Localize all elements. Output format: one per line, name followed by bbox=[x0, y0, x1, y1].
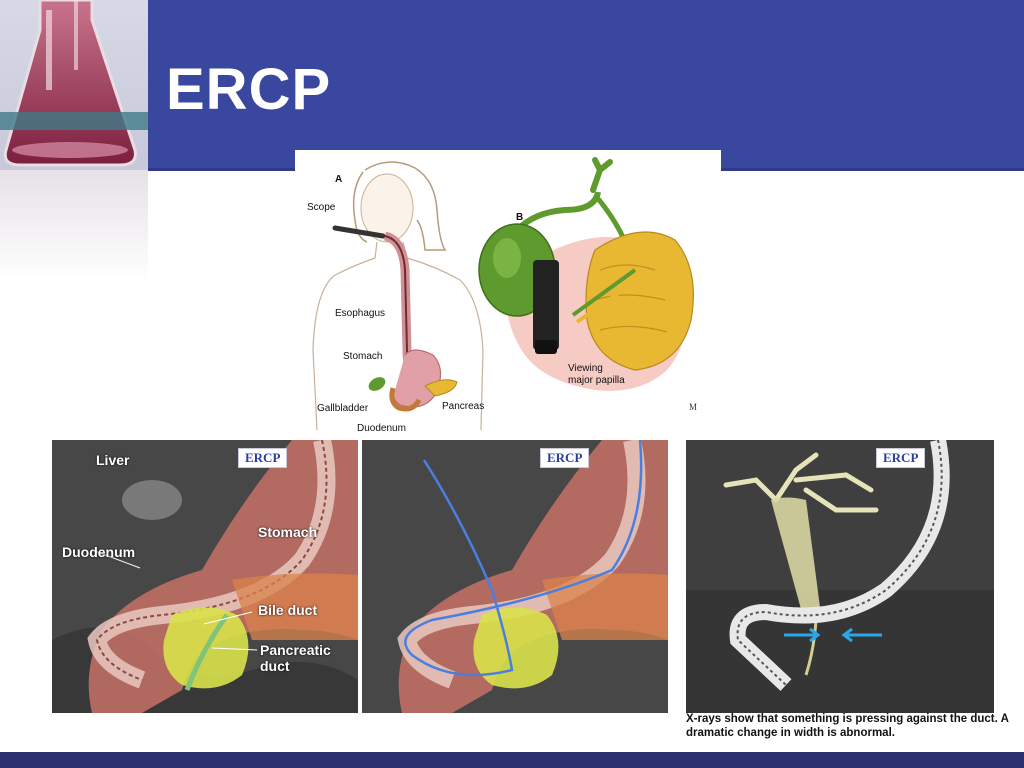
xray-image-2 bbox=[362, 440, 668, 713]
panel-a-letter: A bbox=[335, 174, 343, 185]
panel-b-letter: B bbox=[516, 212, 524, 223]
label-pancreas: Pancreas bbox=[442, 401, 485, 412]
label-major-papilla: major papilla bbox=[568, 375, 625, 386]
xray-caption: X-rays show that something is pressing a… bbox=[686, 713, 1009, 739]
label-viewing: Viewing bbox=[568, 363, 603, 374]
label-pancreatic: Pancreatic bbox=[260, 642, 331, 658]
label-stomach: Stomach bbox=[343, 351, 383, 362]
ercp-badge-2: ERCP bbox=[540, 448, 590, 468]
slide-title: ERCP bbox=[166, 57, 332, 122]
flask-reflection bbox=[0, 170, 148, 280]
label-scope: Scope bbox=[307, 202, 336, 213]
ercp-badge-1: ERCP bbox=[238, 448, 288, 468]
header-band bbox=[0, 0, 1024, 170]
label-stomach-xray: Stomach bbox=[258, 524, 318, 540]
xray-image-3 bbox=[686, 440, 994, 713]
label-duodenum: Duodenum bbox=[357, 423, 406, 434]
label-gallbladder: Gallbladder bbox=[317, 403, 369, 414]
xray-panel-2: ERCP bbox=[362, 440, 668, 713]
flask-icon bbox=[0, 0, 148, 167]
ercp-badge-3: ERCP bbox=[876, 448, 926, 468]
label-liver: Liver bbox=[96, 452, 130, 468]
svg-text:M: M bbox=[689, 402, 697, 412]
xray-image-1 bbox=[52, 440, 358, 713]
ercp-illustration: M A B Scope Esophagus Stomach Gallbladde… bbox=[295, 150, 721, 434]
label-esophagus: Esophagus bbox=[335, 308, 386, 319]
xray-panel-1: ERCP Liver Stomach Duodenum Bile duct Pa… bbox=[52, 440, 358, 713]
label-duct: duct bbox=[260, 658, 290, 674]
label-bile-duct: Bile duct bbox=[258, 602, 318, 618]
flask-image bbox=[0, 0, 148, 170]
xray-panel-3: ERCP bbox=[686, 440, 994, 713]
footer-band bbox=[0, 752, 1024, 768]
anatomy-drawing: M bbox=[312, 157, 697, 431]
label-duodenum-xray: Duodenum bbox=[62, 544, 136, 560]
